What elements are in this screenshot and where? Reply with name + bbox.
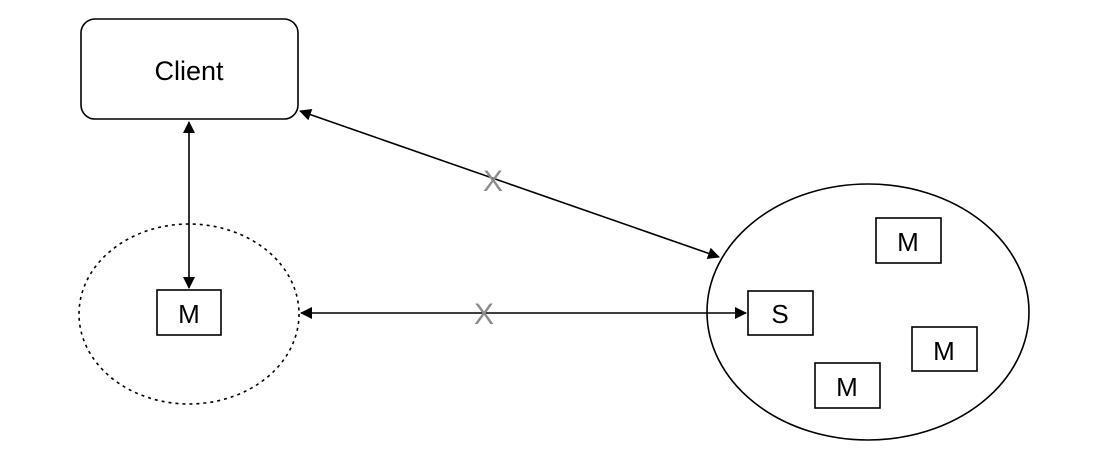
client-box — [80, 18, 299, 120]
remote-s-label: S — [771, 299, 788, 329]
remote-m-node-right: M — [911, 326, 978, 372]
blocked-mark-local-s: X — [474, 298, 494, 331]
local-group: M — [78, 223, 300, 405]
link-client-remote-group — [299, 108, 720, 260]
client-node: Client — [80, 18, 299, 120]
remote-group: M S M M — [706, 183, 1030, 441]
local-m-box — [156, 289, 222, 336]
blocked-mark-client-remote: X — [483, 165, 503, 198]
remote-m-box-right — [911, 326, 978, 372]
remote-s-node: S — [747, 290, 814, 336]
client-label: Client — [154, 56, 224, 86]
remote-m-box-bottom — [814, 362, 881, 409]
remote-m-node-bottom: M — [814, 362, 881, 409]
local-m-label: M — [178, 299, 200, 329]
remote-m-box-top — [875, 217, 942, 264]
remote-m-label-bottom: M — [836, 372, 858, 402]
remote-s-box — [747, 290, 814, 336]
remote-m-label-top: M — [897, 227, 919, 257]
remote-m-node-top: M — [875, 217, 942, 264]
local-m-node: M — [156, 289, 222, 336]
remote-m-label-right: M — [933, 336, 955, 366]
